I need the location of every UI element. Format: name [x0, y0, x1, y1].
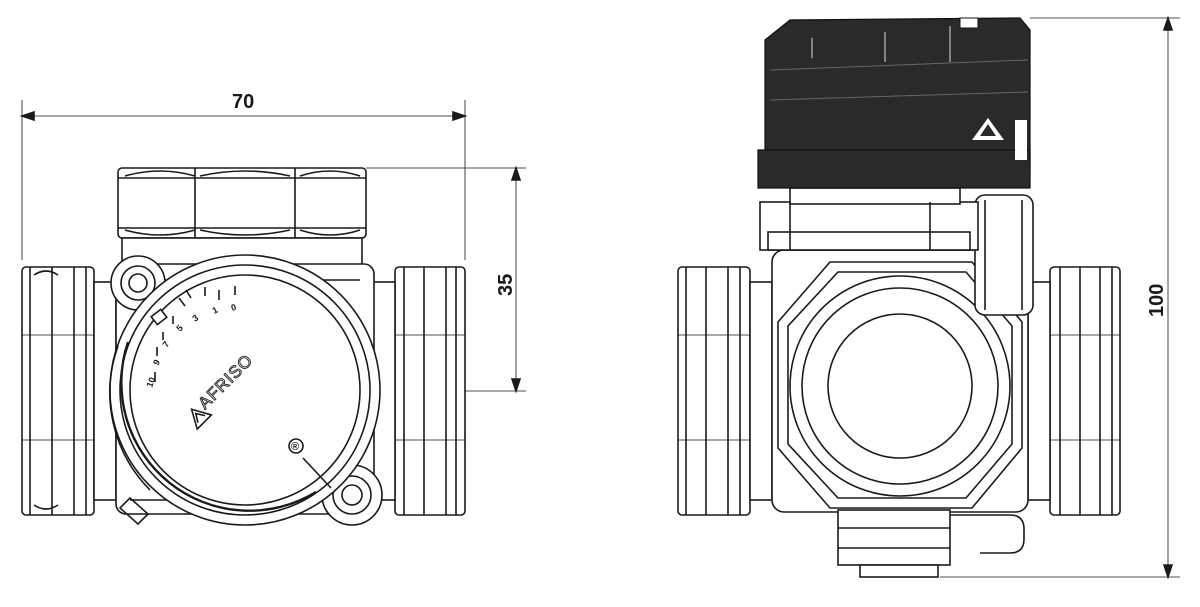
port-outer-ring	[789, 275, 1011, 497]
side-right-port	[1027, 266, 1121, 516]
left-port	[21, 266, 117, 516]
side-view: 100	[677, 15, 1180, 580]
dial-scale-0: 0	[230, 302, 237, 313]
right-port	[369, 266, 466, 516]
port-bore	[827, 313, 973, 459]
dimension-width: 70	[19, 91, 468, 260]
dial-knob: 10 9 7 5 3 1 0 AFRISO ®	[109, 254, 381, 526]
side-left-port	[677, 266, 773, 516]
bottom-bracket	[837, 509, 1025, 578]
dial-scale-5: 5	[174, 323, 185, 334]
dimension-total-height-label: 100	[1146, 284, 1168, 317]
dimension-port-height-label: 35	[495, 274, 517, 296]
coupling	[759, 187, 979, 251]
dimension-total-height: 100	[940, 15, 1180, 580]
dial-scale	[150, 286, 236, 382]
dial-scale-1: 1	[211, 305, 220, 316]
dimension-width-label: 70	[232, 91, 254, 113]
dimension-port-height: 35	[366, 165, 526, 394]
registered-mark: ®	[291, 441, 299, 453]
dial-scale-3: 3	[190, 313, 200, 324]
actuator	[757, 17, 1031, 189]
registered-mark-circle	[288, 438, 304, 454]
dial-scale-10: 10	[144, 376, 157, 389]
dial-scale-7: 7	[160, 339, 171, 349]
front-view: 10 9 7 5 3 1 0 AFRISO ® 70	[19, 91, 526, 526]
dial-scale-9: 9	[151, 358, 162, 367]
top-port	[117, 167, 367, 267]
side-pipe	[974, 194, 1034, 316]
